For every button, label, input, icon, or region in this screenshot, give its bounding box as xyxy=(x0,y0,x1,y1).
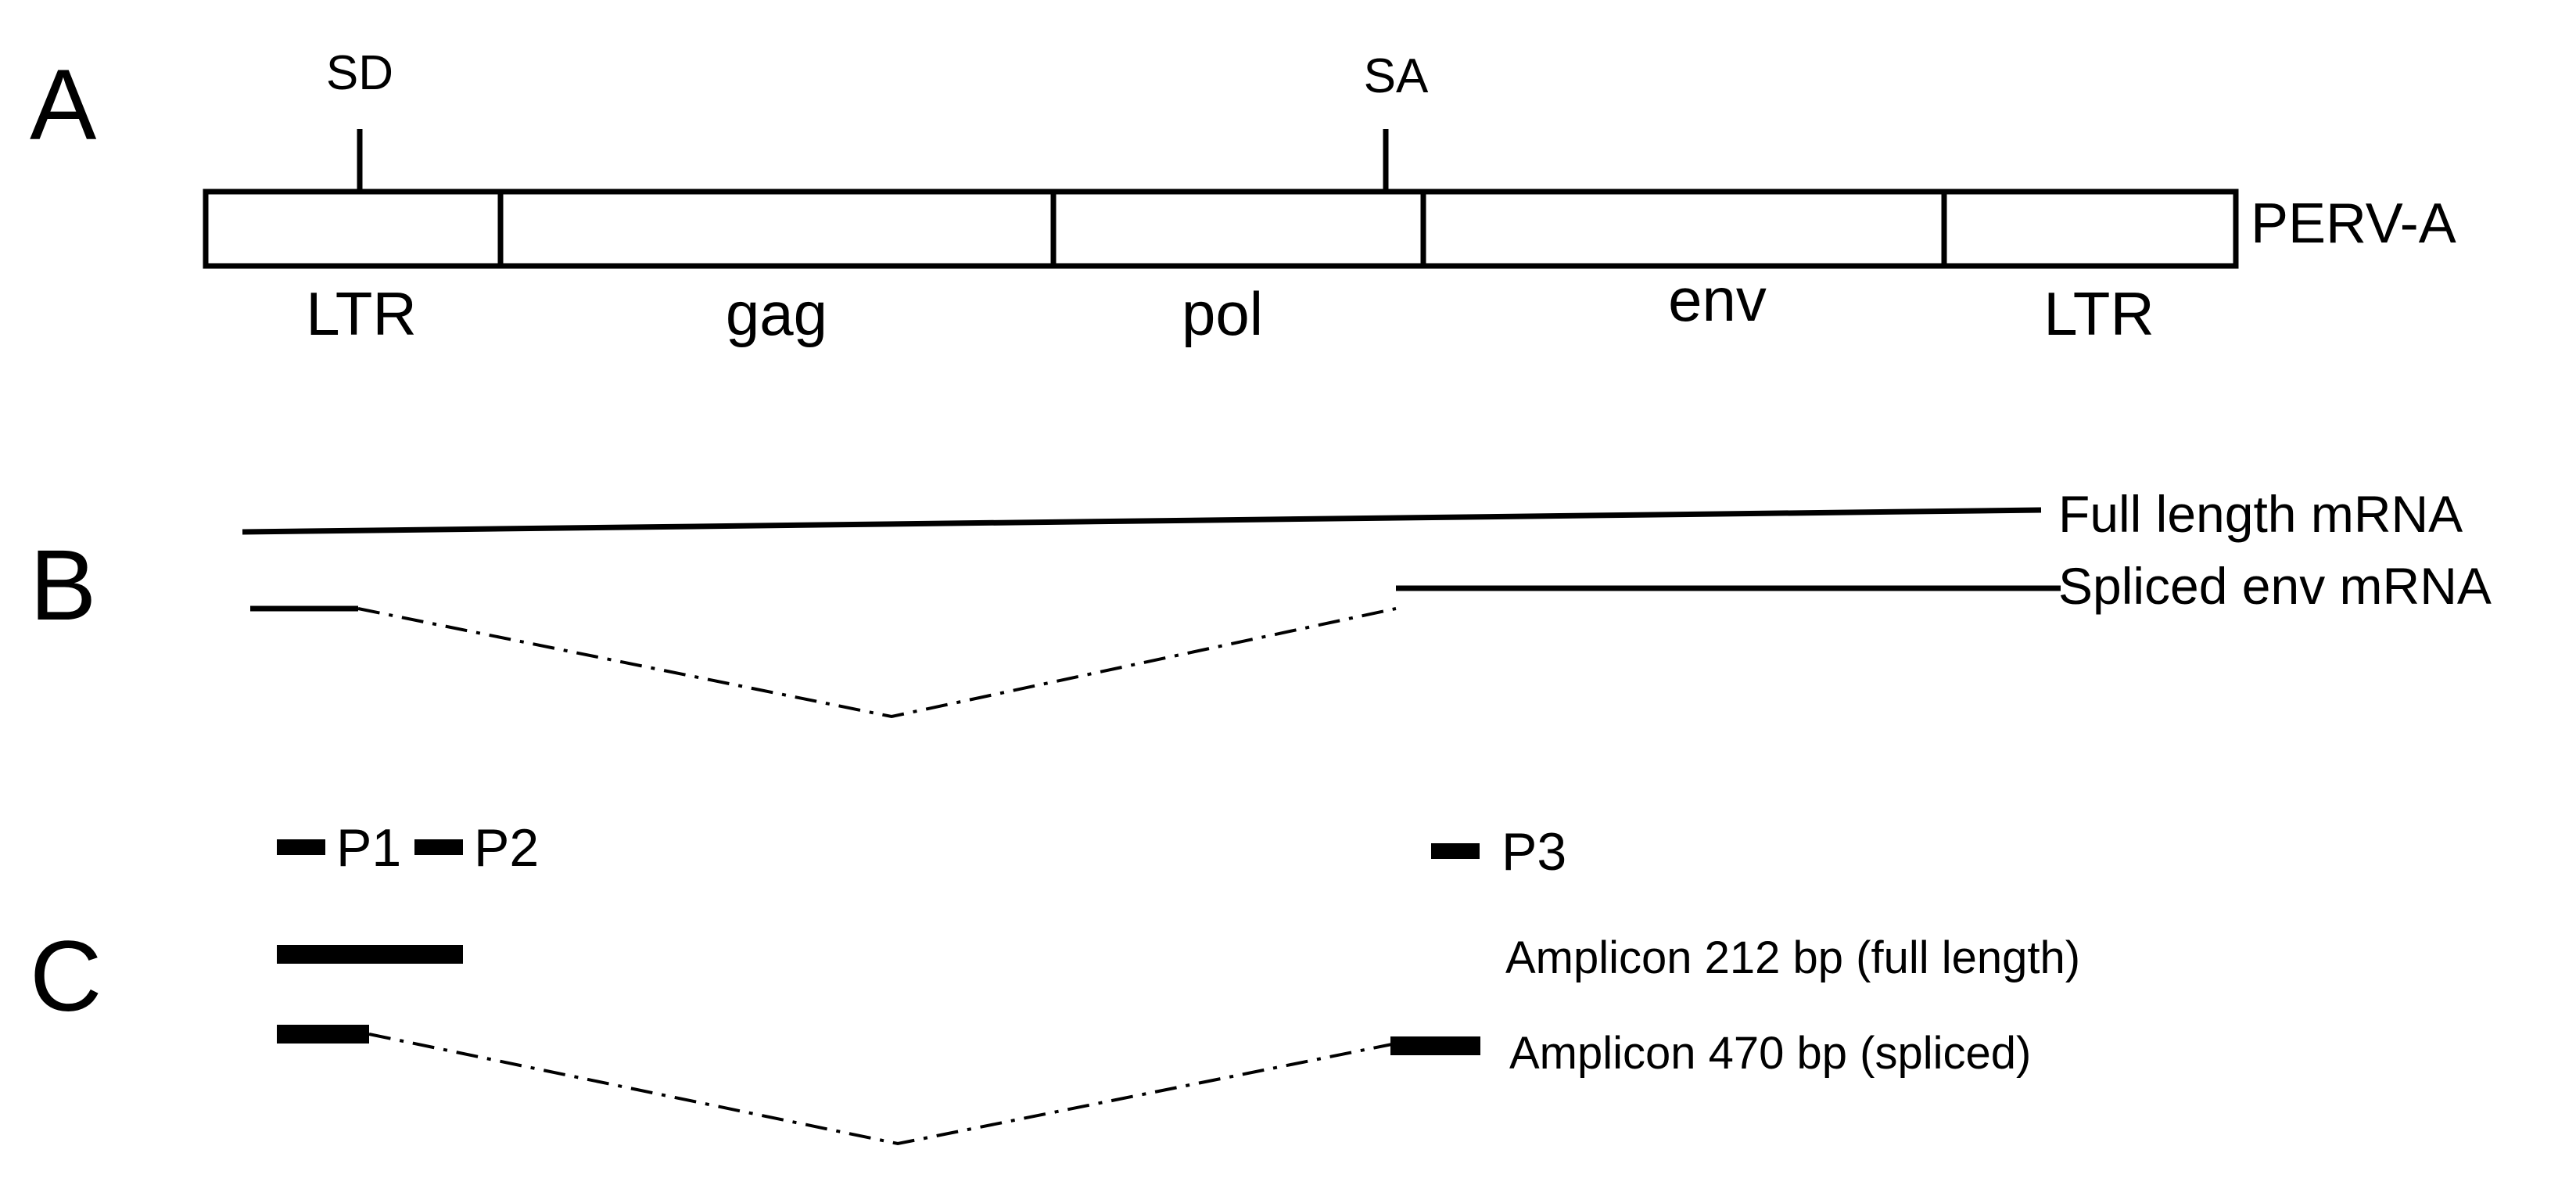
splice-donor-label: SD xyxy=(326,46,393,100)
amplicon-spliced-label: Amplicon 470 bp (spliced) xyxy=(1509,1028,2031,1079)
transcripts xyxy=(242,507,2061,719)
primer-p1-bar xyxy=(277,839,325,855)
segment-label-ltr-5: LTR xyxy=(306,279,417,348)
spliced-mrna-intron xyxy=(357,607,1397,719)
genome-map xyxy=(203,129,2239,269)
primer-p3-bar xyxy=(1431,843,1480,859)
segment-label-env: env xyxy=(1668,265,1767,334)
primer-p1-label: P1 xyxy=(336,818,401,878)
panel-label-a: A xyxy=(30,49,97,161)
primer-p2-label: P2 xyxy=(474,818,539,878)
segment-label-ltr-3: LTR xyxy=(2043,279,2154,348)
genome-box xyxy=(203,189,2239,269)
amplicon-spliced-bar-1 xyxy=(277,1025,369,1044)
segment-label-pol: pol xyxy=(1182,279,1263,348)
genome-name-label: PERV-A xyxy=(2251,192,2456,255)
panel-label-b: B xyxy=(30,530,96,641)
full-length-mrna-line xyxy=(242,507,2042,535)
full-length-mrna-label: Full length mRNA xyxy=(2058,485,2463,543)
amplicon-full-bar xyxy=(277,945,463,964)
segment-label-gag: gag xyxy=(726,279,827,348)
amplicons xyxy=(277,945,1480,1146)
primers xyxy=(277,839,1480,859)
primer-p2-bar xyxy=(414,839,463,855)
amplicon-spliced-bar-2 xyxy=(1390,1036,1480,1055)
spliced-mrna-label: Spliced env mRNA xyxy=(2058,557,2492,615)
amplicon-full-label: Amplicon 212 bp (full length) xyxy=(1505,932,2080,983)
amplicon-spliced-gap xyxy=(368,1033,1393,1146)
splice-acceptor-label: SA xyxy=(1364,49,1429,103)
primer-p3-label: P3 xyxy=(1501,822,1566,882)
panel-label-c: C xyxy=(30,921,102,1033)
